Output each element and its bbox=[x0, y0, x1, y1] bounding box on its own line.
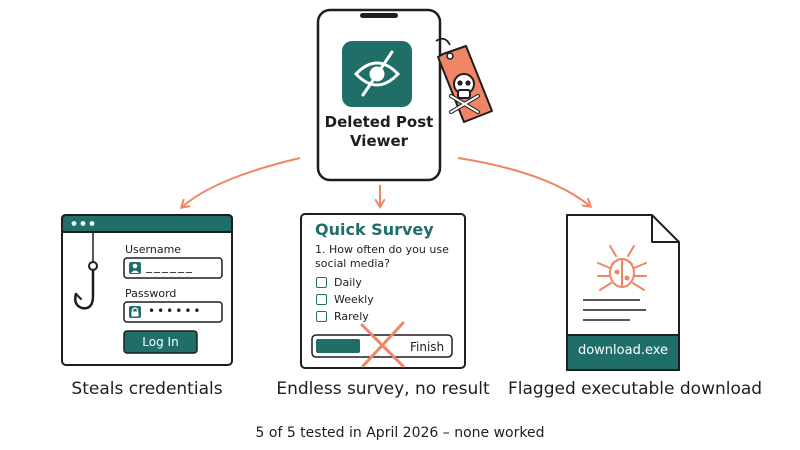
username-field bbox=[123, 257, 223, 279]
survey-progress-bar bbox=[311, 334, 453, 358]
app-name-line2: Viewer bbox=[349, 132, 409, 150]
lock-icon bbox=[129, 306, 141, 318]
survey-option-weekly: Weekly bbox=[316, 292, 374, 306]
arrow-to-login bbox=[182, 157, 301, 207]
survey-question: 1. How often do you use social media? bbox=[315, 243, 449, 270]
bug-icon bbox=[597, 245, 647, 291]
file-document bbox=[566, 214, 680, 371]
survey-card bbox=[300, 213, 466, 369]
app-name-line1: Deleted Post bbox=[324, 113, 434, 131]
skull-crossbones-icon bbox=[449, 73, 480, 114]
checkbox bbox=[316, 310, 327, 322]
caption-download: Flagged executable download bbox=[508, 379, 763, 399]
password-label: Password bbox=[125, 287, 177, 300]
finish-label: Finish bbox=[410, 340, 445, 354]
password-value: •••••• bbox=[148, 304, 203, 318]
x-mark-icon bbox=[360, 321, 405, 368]
caption-survey: Endless survey, no result bbox=[276, 379, 490, 399]
footer-note: 5 of 5 tested in April 2026 – none worke… bbox=[255, 425, 545, 441]
username-value: ______ bbox=[146, 259, 194, 273]
user-icon bbox=[129, 262, 141, 274]
file-name: download.exe bbox=[577, 343, 669, 358]
checkbox bbox=[316, 293, 327, 305]
survey-option-daily: Daily bbox=[316, 275, 362, 289]
survey-option-label: Rarely bbox=[334, 309, 369, 323]
login-window bbox=[61, 214, 233, 366]
login-button: Log In bbox=[142, 335, 179, 349]
fishing-hook-icon bbox=[74, 233, 98, 310]
login-button-shape bbox=[123, 330, 198, 354]
checkbox bbox=[316, 276, 327, 288]
survey-option-rarely: Rarely bbox=[316, 309, 369, 323]
survey-option-label: Daily bbox=[334, 275, 362, 289]
username-label: Username bbox=[125, 243, 182, 256]
survey-title: Quick Survey bbox=[315, 220, 434, 239]
arrow-to-download bbox=[457, 157, 590, 206]
password-field bbox=[123, 301, 223, 323]
survey-option-label: Weekly bbox=[334, 292, 374, 306]
caption-credentials: Steals credentials bbox=[71, 379, 223, 399]
eye-slash-icon bbox=[353, 50, 401, 97]
